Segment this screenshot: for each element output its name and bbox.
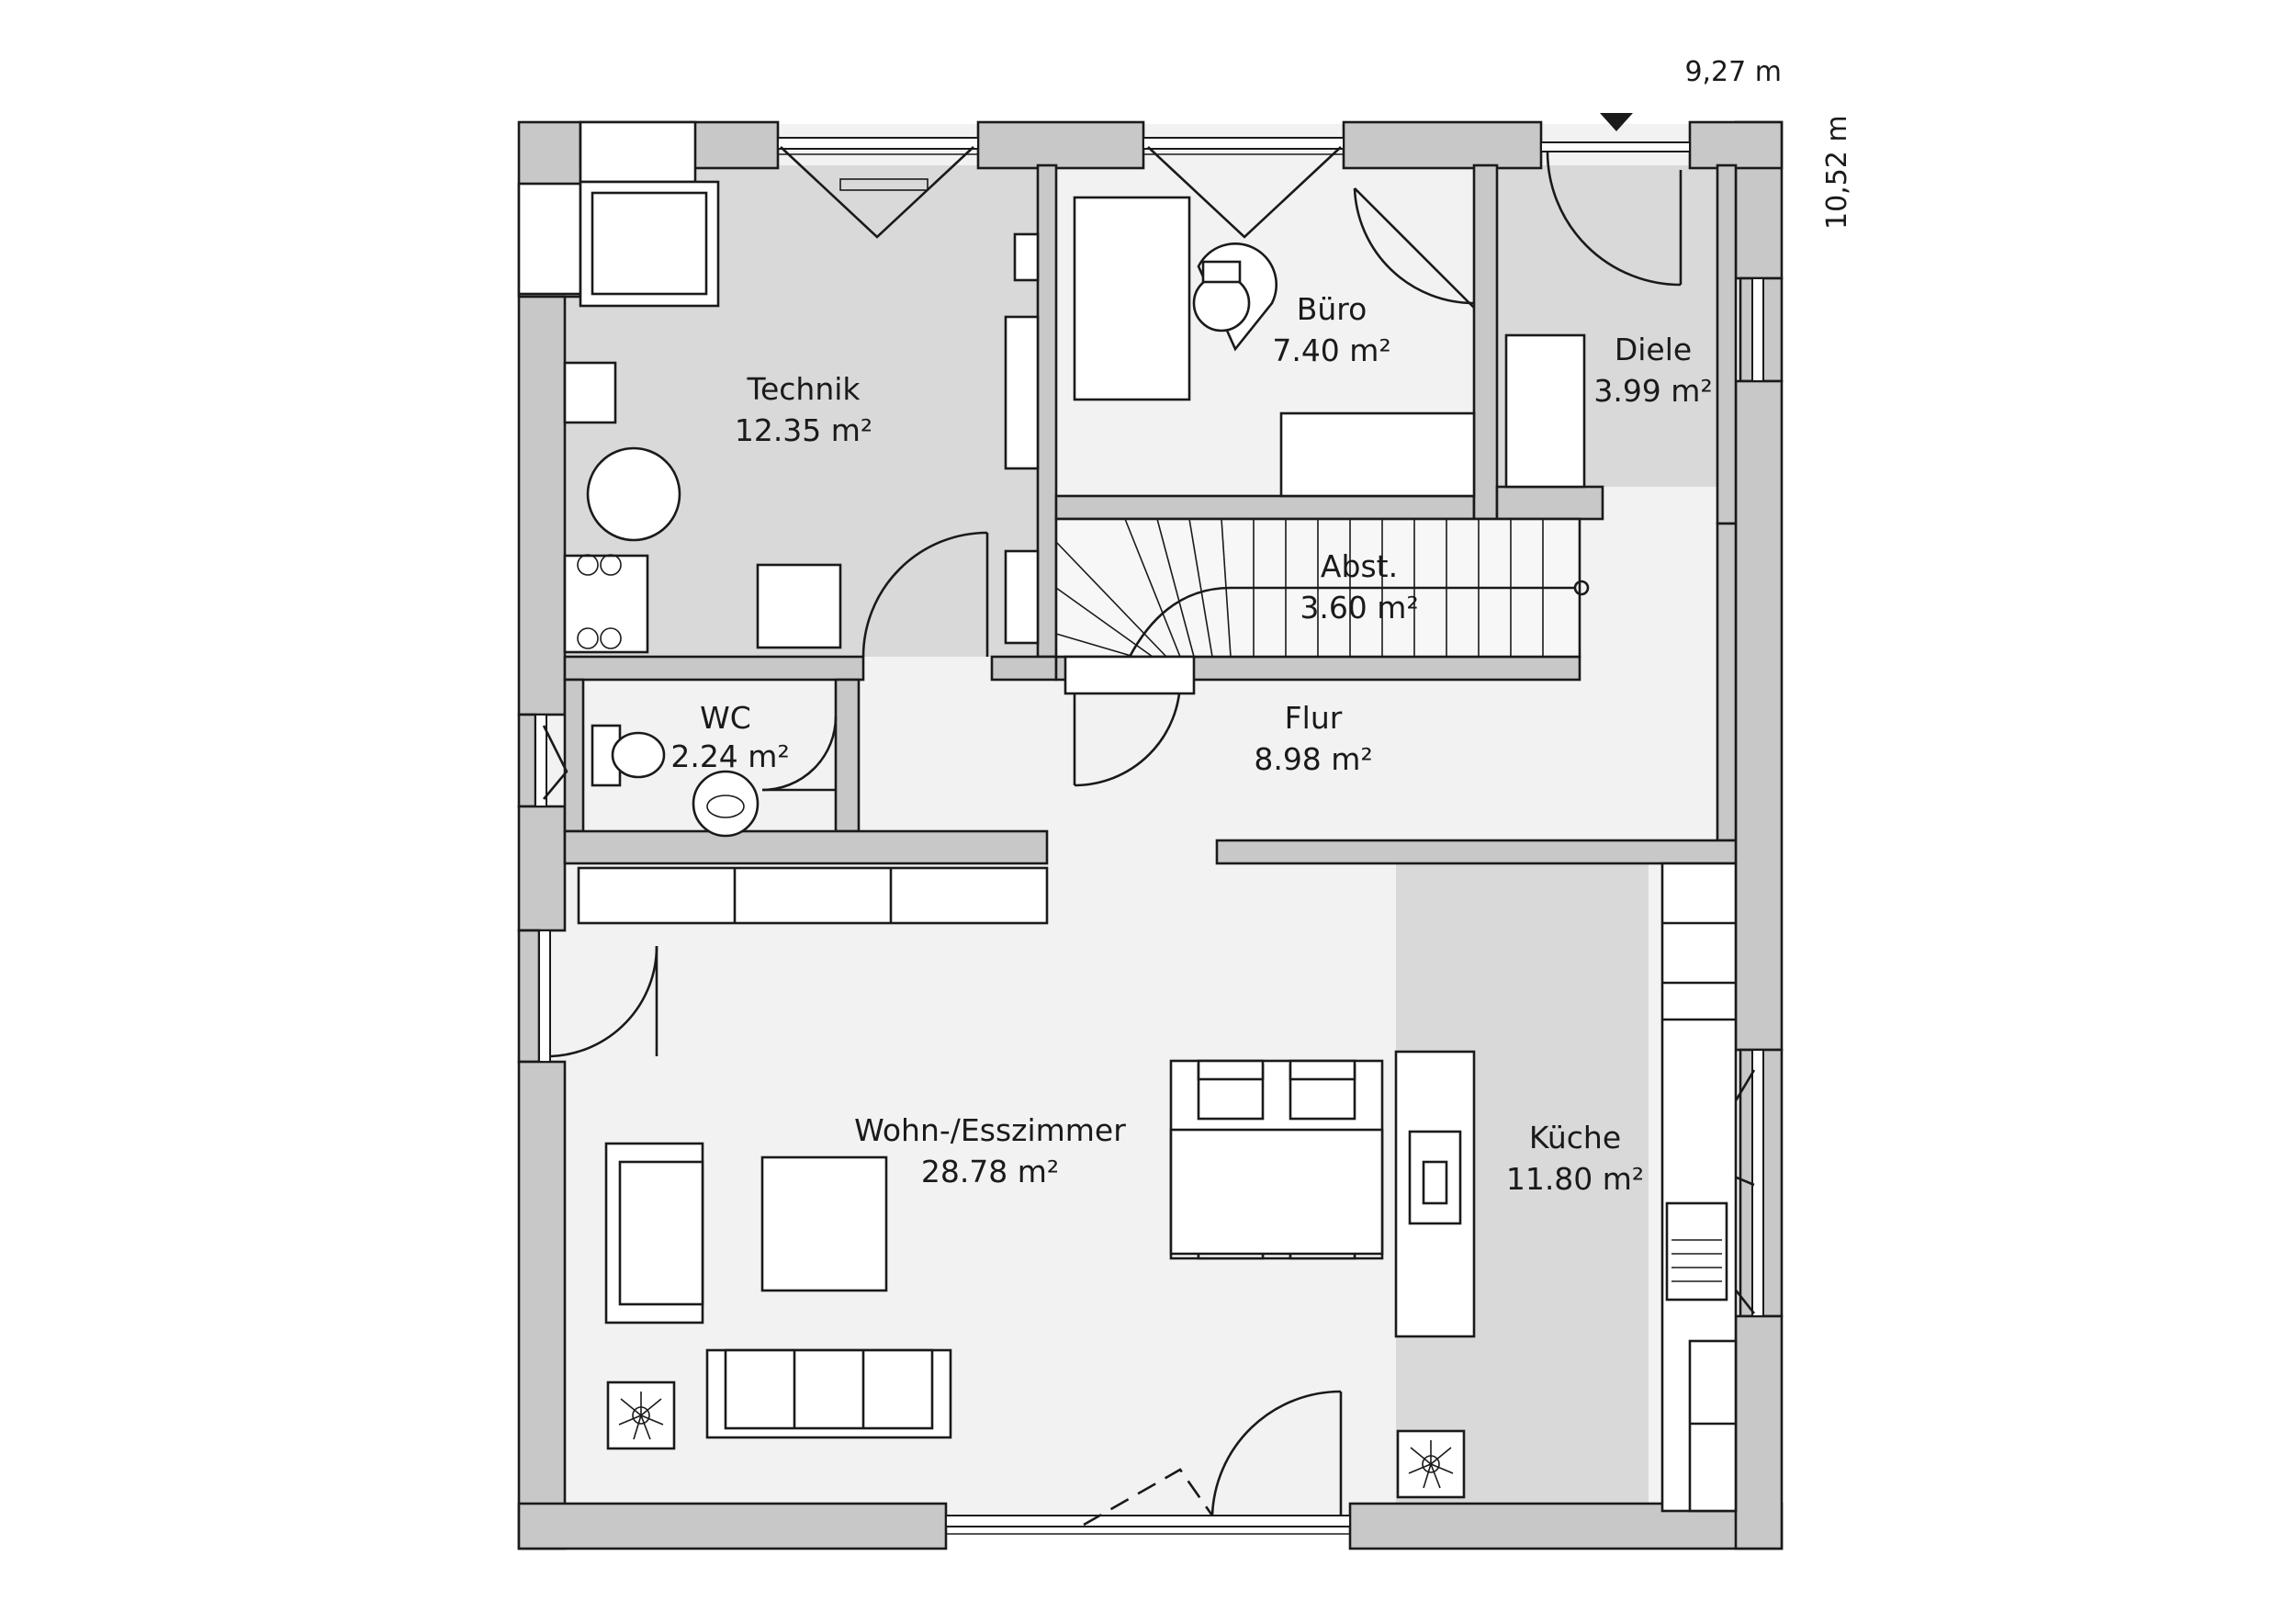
plant-icon bbox=[1408, 1440, 1454, 1489]
room-name-diele: Diele bbox=[1615, 332, 1692, 367]
room-area-diele: 3.99 m² bbox=[1593, 373, 1712, 409]
wohn-furniture bbox=[577, 866, 1384, 1450]
entrance-arrow-icon bbox=[1600, 113, 1633, 131]
room-name-abst: Abst. bbox=[1321, 548, 1398, 584]
room-area-kueche: 11.80 m² bbox=[1506, 1161, 1644, 1197]
dimension-depth: 10,52 m bbox=[1821, 115, 1853, 230]
room-name-technik: Technik bbox=[746, 371, 861, 407]
room-area-wohn: 28.78 m² bbox=[921, 1154, 1059, 1189]
room-name-wc: WC bbox=[700, 700, 751, 736]
technik-furniture bbox=[517, 120, 1040, 654]
dimension-width: 9,27 m bbox=[1684, 56, 1782, 88]
stair-direction-icon bbox=[1573, 580, 1590, 596]
radiator bbox=[839, 178, 929, 191]
room-area-flur: 8.98 m² bbox=[1254, 741, 1372, 777]
outer-walls bbox=[517, 120, 1784, 1550]
room-area-buero: 7.40 m² bbox=[1272, 332, 1390, 368]
windows bbox=[535, 137, 1764, 1535]
kueche-furniture bbox=[1394, 862, 1738, 1513]
plant-icon bbox=[618, 1392, 664, 1440]
room-name-kueche: Küche bbox=[1529, 1120, 1621, 1155]
buero-furniture bbox=[1073, 196, 1476, 498]
wc-fixtures bbox=[591, 724, 760, 838]
room-name-wohn: Wohn-/Esszimmer bbox=[854, 1112, 1126, 1148]
room-area-technik: 12.35 m² bbox=[735, 412, 872, 448]
room-area-wc: 2.24 m² bbox=[670, 738, 789, 774]
room-area-abst: 3.60 m² bbox=[1300, 590, 1418, 626]
room-name-buero: Büro bbox=[1297, 291, 1367, 327]
diele-cabinet bbox=[1504, 333, 1586, 489]
room-name-flur: Flur bbox=[1285, 700, 1343, 736]
window-tilt-buero bbox=[1147, 146, 1342, 239]
staircase bbox=[1054, 517, 1590, 695]
window-tilt-technik bbox=[780, 146, 974, 239]
